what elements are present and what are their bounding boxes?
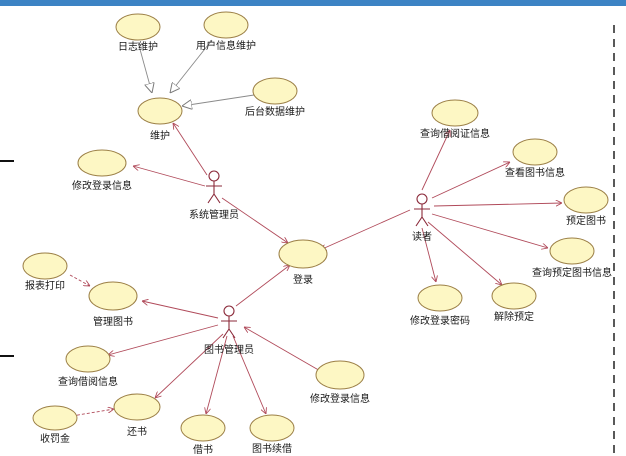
usecase-reader-modify[interactable] [417,284,463,312]
usecase-manage-book-label: 管理图书 [93,315,133,328]
usecase-borrow[interactable] [180,414,226,442]
edge-librarian-renew [232,335,266,414]
usecase-log[interactable] [115,13,161,41]
actor-librarian[interactable] [221,305,237,339]
usecase-return-label: 还书 [127,426,147,438]
usecase-query-reserve-label: 查询预定图书信息 [532,266,612,279]
usecase-admin-modify-label: 修改登录信息 [72,179,132,192]
edge-librarian-managebook [142,301,219,319]
usecase-borrow-label: 借书 [193,444,213,456]
usecase-admin-modify[interactable] [77,149,127,177]
edge-sysadmin-login [221,197,288,243]
usecase-report[interactable] [22,252,68,280]
edge-log-to-maintain [137,41,152,93]
edge-reader-queryreserve [431,213,548,248]
usecase-cancel-reserve[interactable] [491,282,537,310]
top-accent-bar [0,0,626,6]
usecase-reserve[interactable] [563,186,609,214]
reader-body [414,204,430,227]
usecase-lib-modify[interactable] [315,360,365,390]
usecase-report-label: 报表打印 [25,279,65,292]
usecase-query-reserve[interactable] [549,237,595,265]
usecase-fine[interactable] [32,405,78,431]
usecase-log-label: 日志维护 [118,40,158,53]
usecase-reader-modify-label: 修改登录密码 [410,314,470,327]
usecase-backend-label: 后台数据维护 [245,105,305,118]
usecase-user-info[interactable] [203,11,249,39]
reader-head [416,193,428,205]
actor-sysadmin-label: 系统管理员 [189,208,239,221]
actor-librarian-label: 图书管理员 [204,343,254,356]
edge-reader-cancel [427,221,502,285]
edge-fine-return [71,409,114,417]
edge-userinfo-to-maintain [170,39,213,93]
edge-reader-reserve [433,203,562,207]
edge-sysadmin-modify [133,166,206,187]
actor-sysadmin[interactable] [206,170,222,204]
usecase-maintain-label: 维护 [150,129,170,142]
librarian-head [223,305,235,317]
usecase-renew[interactable] [249,414,295,442]
edge-librarian-borrow [206,335,228,414]
usecase-reserve-label: 预定图书 [566,214,606,227]
edge-reader-modifypwd [421,227,436,282]
usecase-query-card-label: 查询借阅证信息 [420,127,490,140]
librarian-body [221,316,237,339]
usecase-login[interactable] [278,239,328,269]
edge-libmodify-librarian [244,327,323,373]
usecase-query-borrow-label: 查询借阅信息 [58,375,118,388]
edge-sysadmin-maintain [173,123,208,176]
usecase-query-card[interactable] [431,99,479,127]
usecase-cancel-reserve-label: 解除预定 [494,310,534,323]
edge-librarian-queryborrow [108,324,219,355]
sysadmin-body [206,181,222,204]
actor-reader-label: 读者 [412,230,432,243]
edge-reader-querycard [421,130,450,191]
usecase-view-book[interactable] [512,138,558,166]
usecase-user-info-label: 用户信息维护 [196,39,256,52]
usecase-lib-modify-label: 修改登录信息 [310,392,370,405]
edge-librarian-return [155,333,224,398]
usecase-return[interactable] [113,393,161,421]
usecase-login-label: 登录 [293,273,313,286]
usecase-query-borrow[interactable] [65,345,111,373]
edge-report-managebook [69,274,90,286]
usecase-fine-label: 收罚金 [40,432,70,445]
usecase-maintain[interactable] [137,97,183,125]
edge-librarian-login [235,265,290,307]
edge-reader-login [320,209,411,250]
usecase-manage-book[interactable] [88,281,138,311]
usecase-backend[interactable] [252,77,298,105]
sysadmin-head [208,170,220,182]
usecase-view-book-label: 查看图书信息 [505,166,565,179]
actor-reader[interactable] [414,193,430,227]
usecase-renew-label: 图书续借 [252,442,292,455]
edge-reader-viewbook [431,162,510,199]
edge-backend-to-maintain [182,94,255,106]
